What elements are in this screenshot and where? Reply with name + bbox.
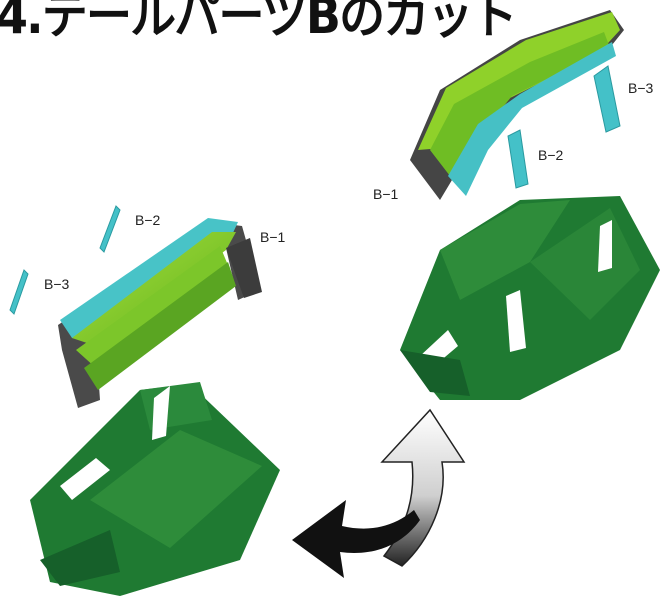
page-title: 4.テールパーツBのカット [0,0,518,45]
left-label-b2: B−2 [135,212,161,228]
right-cut-piece-b2 [507,129,529,189]
left-label-b3: B−3 [44,276,70,292]
left-base-part [30,382,280,596]
left-label-b1: B−1 [260,229,286,245]
right-label-b3: B−3 [628,80,654,96]
left-cut-piece-b2 [99,205,121,253]
left-tail-part-b [58,218,262,408]
right-label-b2: B−2 [538,147,564,163]
right-label-b1: B−1 [373,186,399,202]
right-tail-part-b [410,10,624,200]
right-base-part [400,196,660,400]
left-cut-piece-b3 [9,269,29,315]
right-cut-piece-b3 [593,65,621,133]
swap-arrow-left-icon [292,500,420,578]
